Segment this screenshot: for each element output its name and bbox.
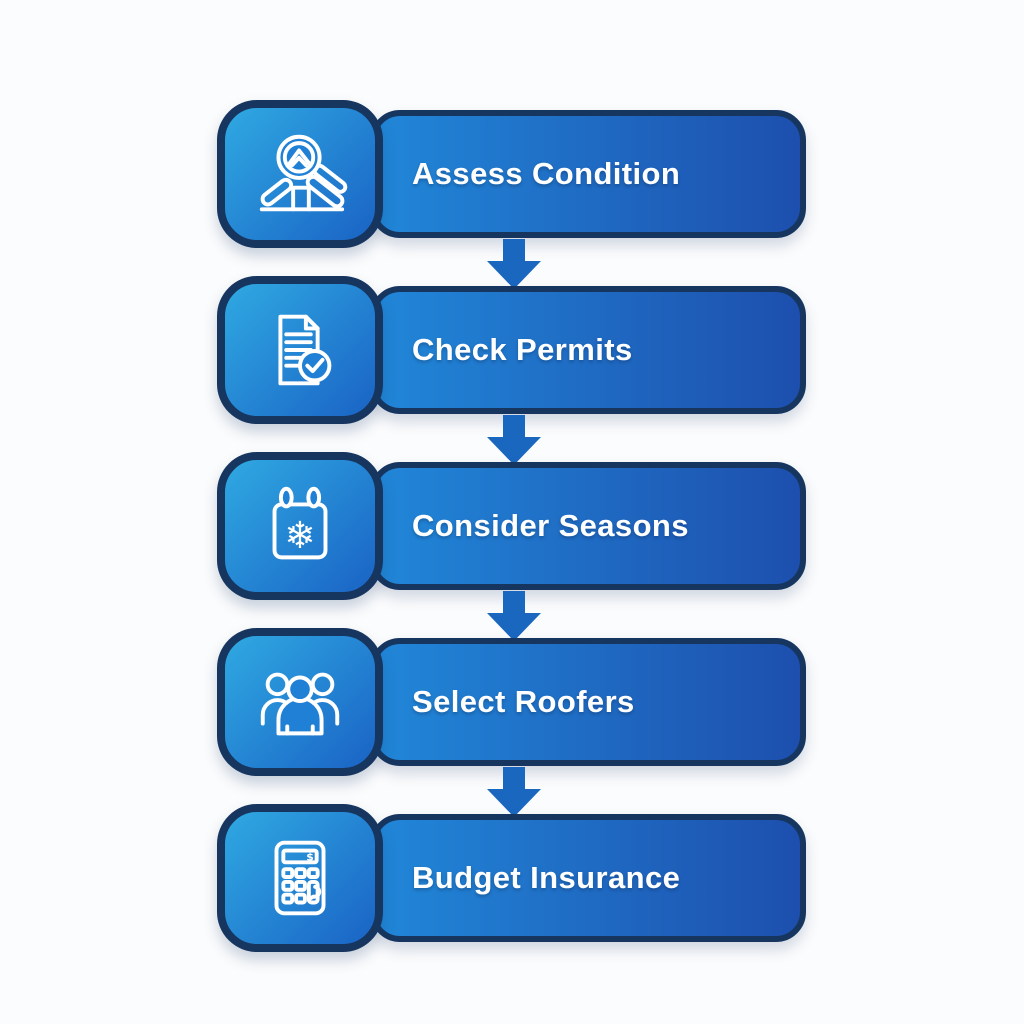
calendar-snowflake-icon: ❄ bbox=[217, 452, 383, 600]
step-label: Consider Seasons bbox=[412, 508, 689, 543]
step-bar: Assess Condition bbox=[370, 110, 806, 238]
step-label: Assess Condition bbox=[412, 156, 681, 191]
step-label: Check Permits bbox=[412, 332, 633, 367]
down-arrow-icon bbox=[487, 415, 541, 465]
step-bar: Select Roofers bbox=[370, 638, 806, 766]
calculator-icon: $ bbox=[217, 804, 383, 952]
down-arrow-icon bbox=[487, 239, 541, 289]
step-check-permits: Check Permits bbox=[217, 276, 806, 424]
svg-text:$: $ bbox=[306, 850, 314, 863]
step-bar: Consider Seasons bbox=[370, 462, 806, 590]
roof-inspection-icon bbox=[217, 100, 383, 248]
step-bar: Check Permits bbox=[370, 286, 806, 414]
step-consider-seasons: Consider Seasons ❄ bbox=[217, 452, 806, 600]
step-assess-condition: Assess Condition bbox=[217, 100, 806, 248]
step-label: Select Roofers bbox=[412, 684, 635, 719]
down-arrow-icon bbox=[487, 591, 541, 641]
group-icon bbox=[217, 628, 383, 776]
step-label: Budget Insurance bbox=[412, 860, 681, 895]
document-check-icon bbox=[217, 276, 383, 424]
step-select-roofers: Select Roofers bbox=[217, 628, 806, 776]
step-budget-insurance: Budget Insurance $ bbox=[217, 804, 806, 952]
svg-text:❄: ❄ bbox=[284, 513, 315, 557]
down-arrow-icon bbox=[487, 767, 541, 817]
step-bar: Budget Insurance bbox=[370, 814, 806, 942]
